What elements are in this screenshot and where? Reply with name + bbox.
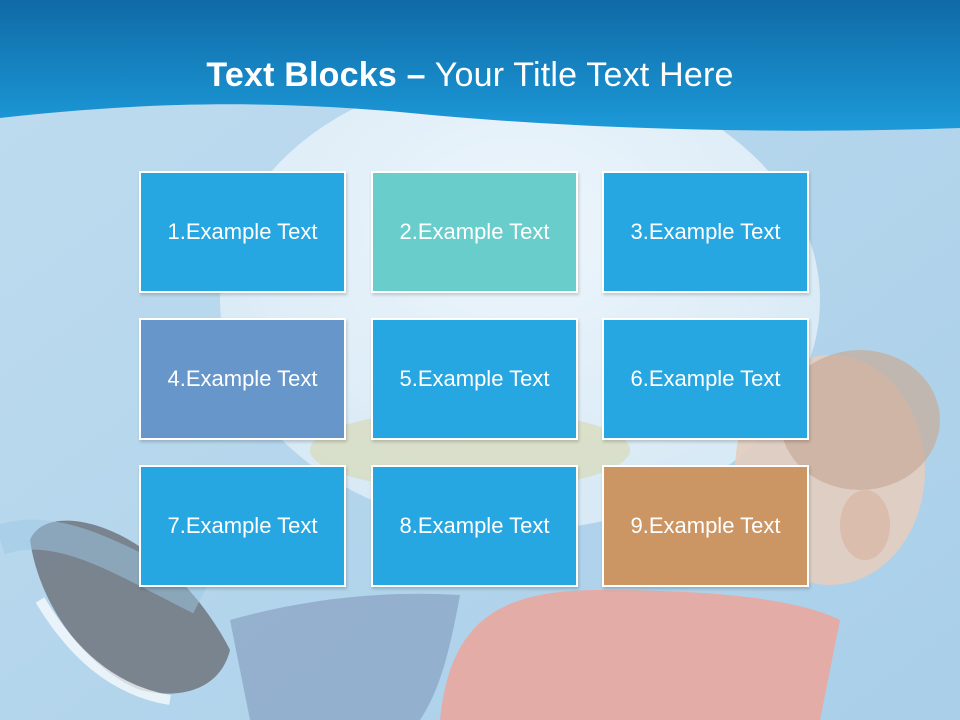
text-block-1[interactable]: 1.Example Text — [139, 171, 346, 293]
text-block-5[interactable]: 5.Example Text — [371, 318, 578, 440]
slide-title: Text Blocks – Your Title Text Here — [0, 52, 940, 98]
text-block-7[interactable]: 7.Example Text — [139, 465, 346, 587]
text-block-label: 1.Example Text — [167, 219, 318, 244]
text-block-label: 6.Example Text — [630, 366, 781, 391]
text-block-4[interactable]: 4.Example Text — [139, 318, 346, 440]
text-block-label: 2.Example Text — [399, 219, 550, 244]
text-block-label: 9.Example Text — [630, 513, 781, 538]
title-bold-part: Text Blocks — [206, 56, 397, 94]
text-block-2[interactable]: 2.Example Text — [371, 171, 578, 293]
text-block-3[interactable]: 3.Example Text — [602, 171, 809, 293]
title-rest: Your Title Text Here — [434, 56, 734, 94]
text-block-label: 7.Example Text — [167, 513, 318, 538]
text-block-label: 8.Example Text — [399, 513, 550, 538]
text-block-label: 3.Example Text — [630, 219, 781, 244]
text-block-label: 4.Example Text — [167, 366, 318, 391]
text-block-8[interactable]: 8.Example Text — [371, 465, 578, 587]
title-separator: – — [406, 56, 426, 94]
text-block-6[interactable]: 6.Example Text — [602, 318, 809, 440]
text-block-9[interactable]: 9.Example Text — [602, 465, 809, 587]
text-block-label: 5.Example Text — [399, 366, 550, 391]
